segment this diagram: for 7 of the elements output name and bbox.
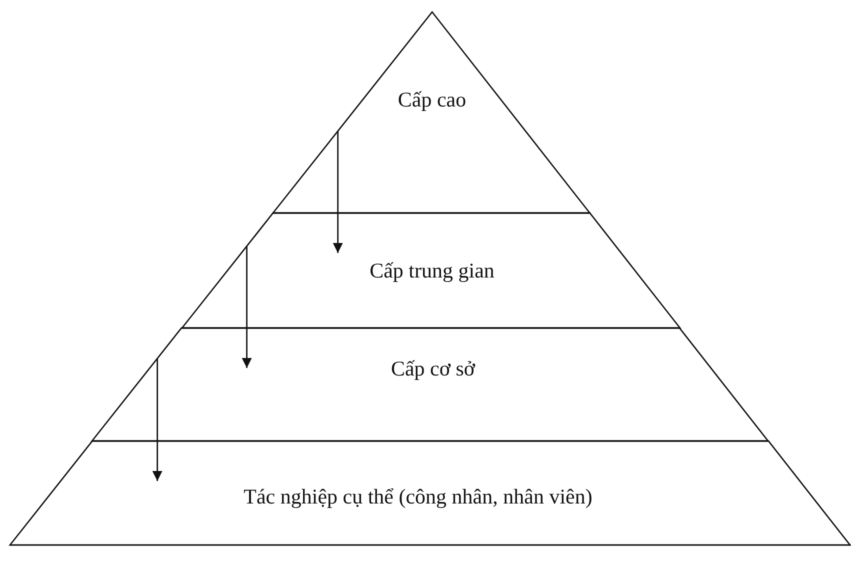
tier-label: Cấp trung gian [370,258,494,284]
tier-label: Tác nghiệp cụ thể (công nhân, nhân viên) [244,484,592,510]
arrow [242,246,252,368]
arrow [332,130,343,253]
tier-label: Cấp cơ sở [390,356,475,382]
tier-label: Cấp cao [398,88,466,112]
arrow [152,358,162,481]
